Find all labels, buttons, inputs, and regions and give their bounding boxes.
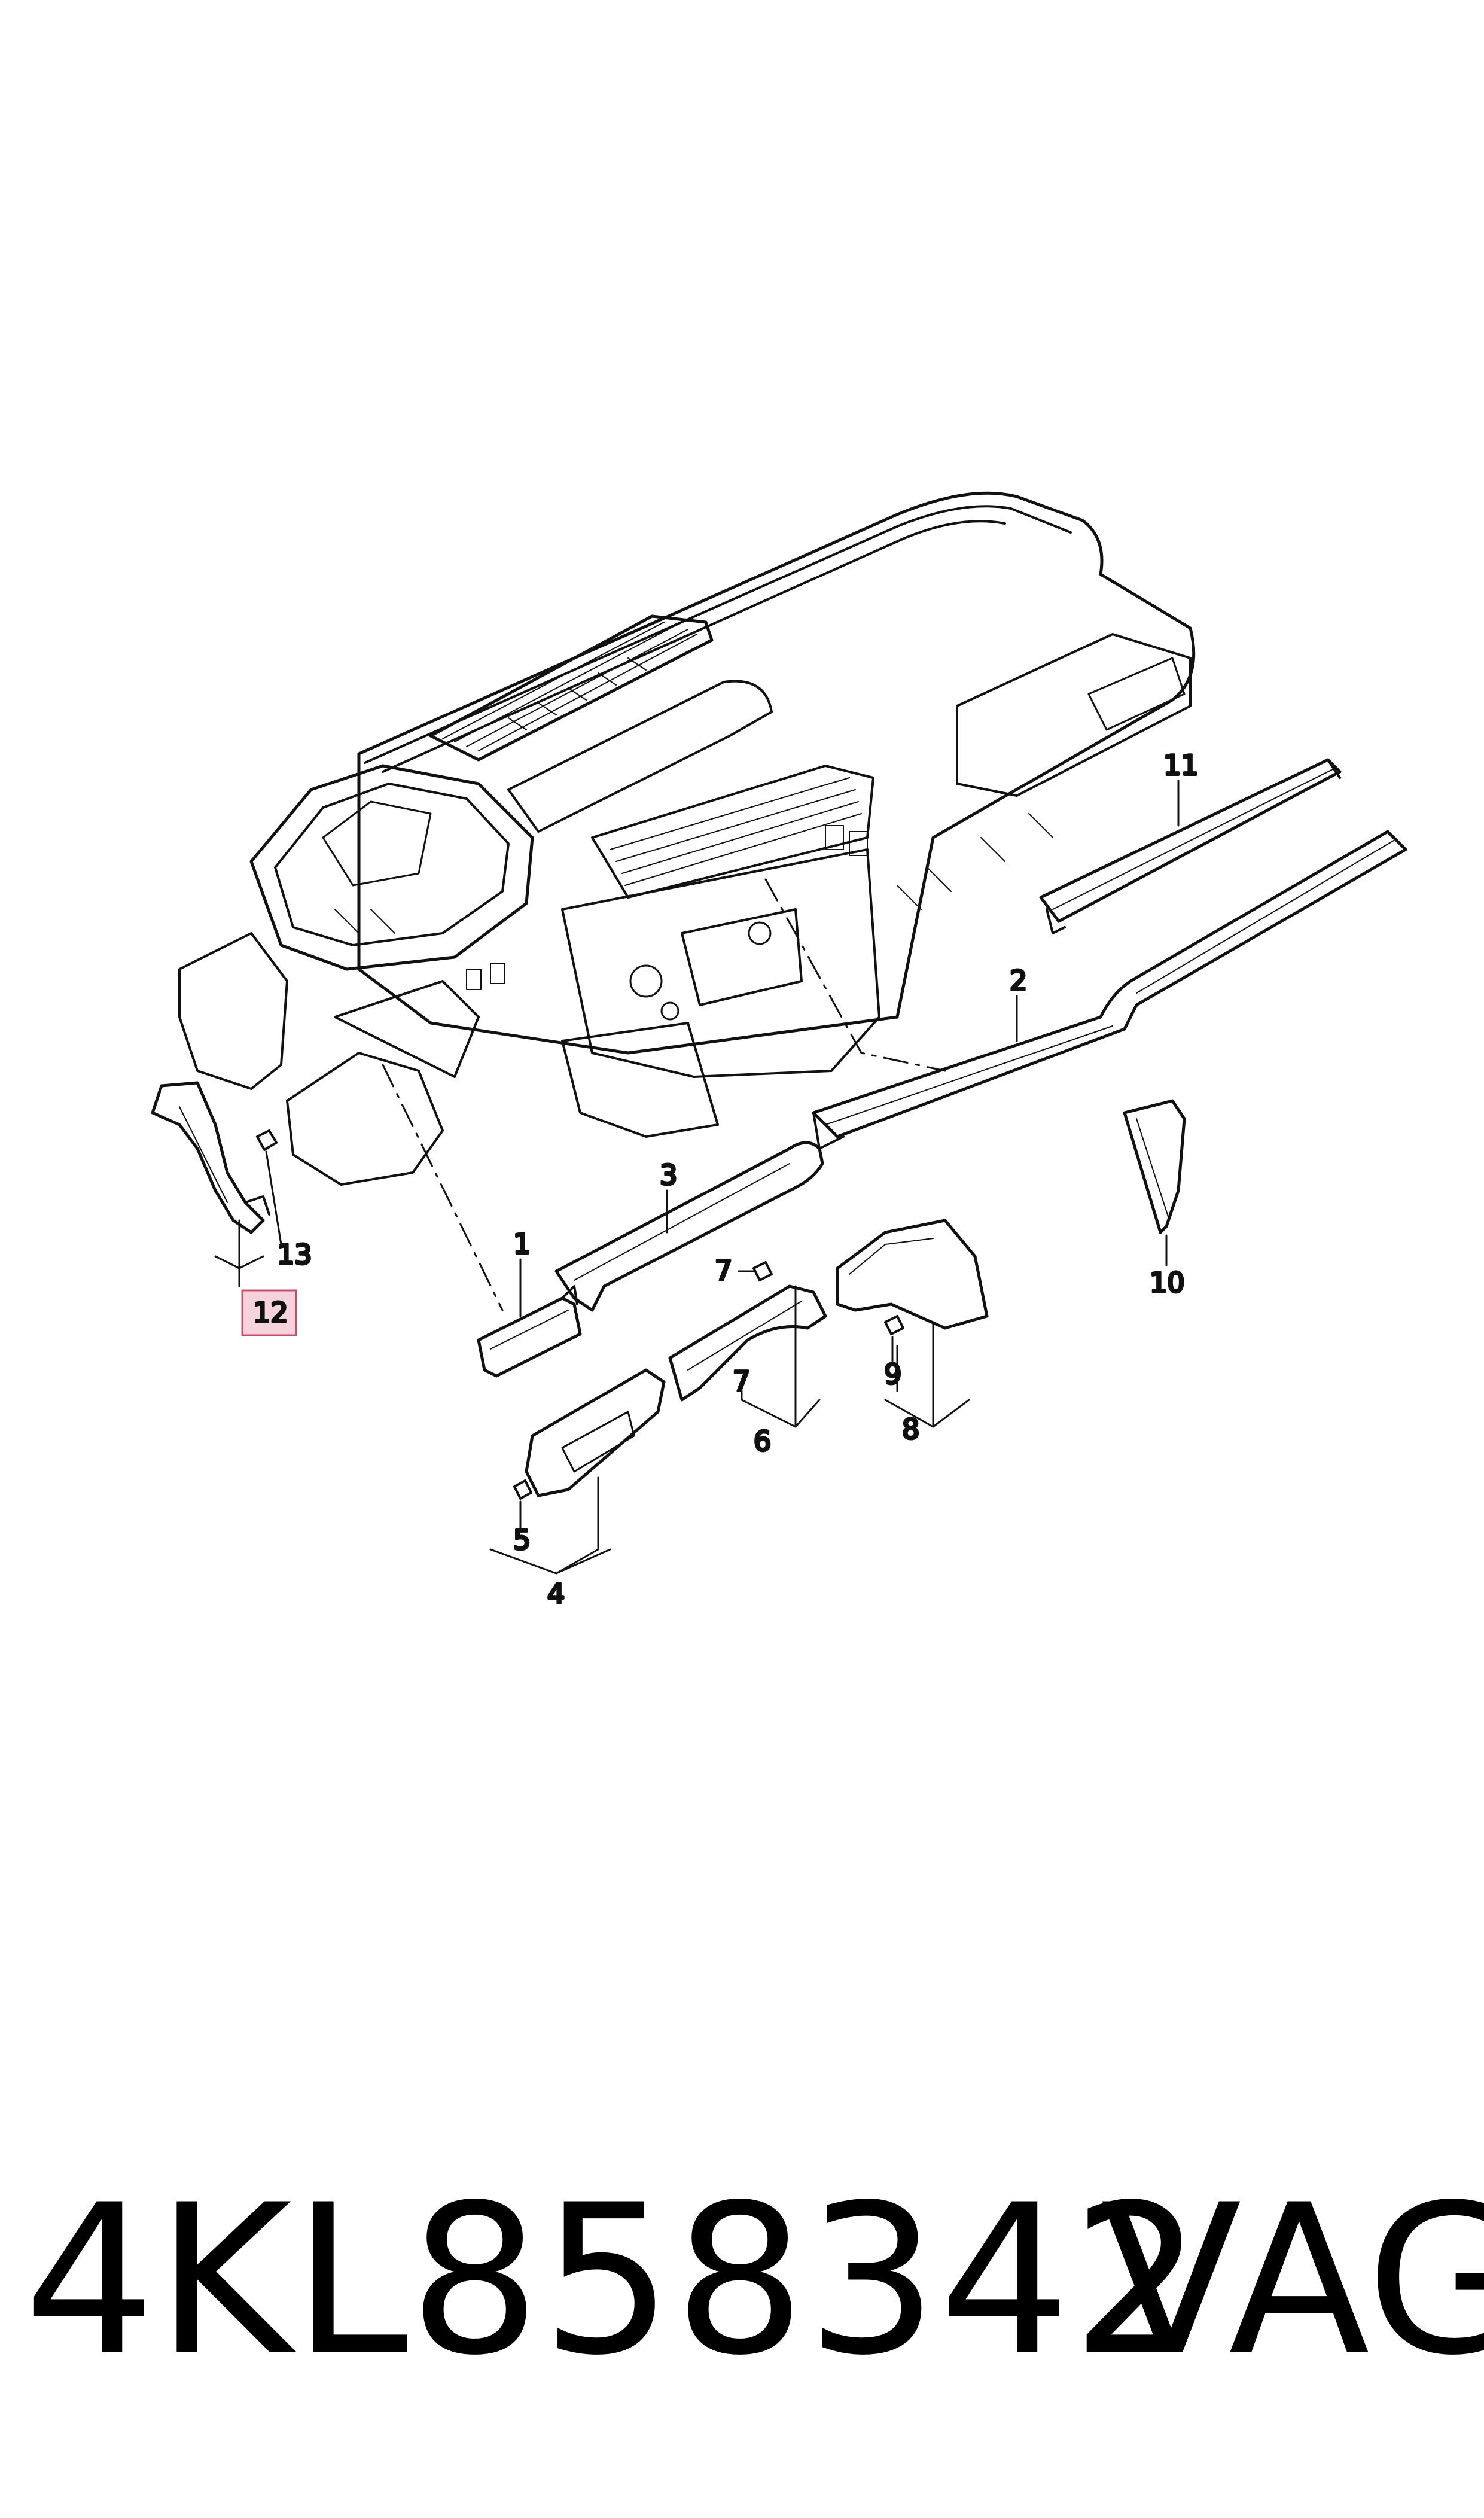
callout-8: 8	[902, 1413, 919, 1445]
part-7-clip-upper	[752, 1261, 773, 1281]
part-5-clip	[513, 1479, 532, 1500]
callout-labels: 1 2 3 11 10 13 12 7 7 6 9 8 5 4	[252, 748, 1200, 1611]
brand-label: VAG	[1101, 2161, 1484, 2401]
parts-diagram: 1 2 3 11 10 13 12 7 7 6 9 8 5 4	[151, 491, 1407, 1611]
callout-leaders	[214, 780, 1180, 1575]
callout-6: 6	[754, 1425, 771, 1457]
callout-7-lower: 7	[733, 1365, 750, 1397]
callout-9: 9	[884, 1358, 901, 1390]
part-6-lower-trim	[668, 1284, 827, 1402]
footer-caption: 4KL858342 VAG	[0, 2178, 1484, 2501]
assembly-leader-lines	[382, 878, 946, 1311]
callout-10: 10	[1150, 1266, 1185, 1299]
callout-13: 13	[277, 1238, 312, 1271]
part-4-glovebox	[525, 1368, 666, 1497]
part-12-pillar-trim	[151, 1081, 270, 1234]
part-1-glovebox-lid	[477, 1285, 582, 1378]
part-11-trim-strip	[1039, 758, 1342, 934]
callout-11: 11	[1163, 749, 1199, 781]
part-10-wedge-trim	[1123, 1099, 1186, 1234]
part-9-clip	[884, 1315, 904, 1335]
callout-12: 12	[253, 1296, 288, 1329]
part-number-label: 4KL858342	[24, 2161, 1204, 2401]
callout-7-upper: 7	[715, 1255, 732, 1287]
dashboard-assembly	[178, 491, 1196, 1186]
callout-1: 1	[513, 1228, 531, 1260]
part-3-dash-trim	[554, 1141, 824, 1312]
part-8-side-trim	[836, 1219, 989, 1330]
callout-3: 3	[660, 1159, 677, 1191]
callout-12-highlight	[241, 1289, 297, 1336]
callout-4: 4	[547, 1578, 565, 1610]
callout-5: 5	[513, 1524, 531, 1556]
callout-2: 2	[1010, 964, 1027, 997]
part-13-clip	[256, 1129, 278, 1151]
